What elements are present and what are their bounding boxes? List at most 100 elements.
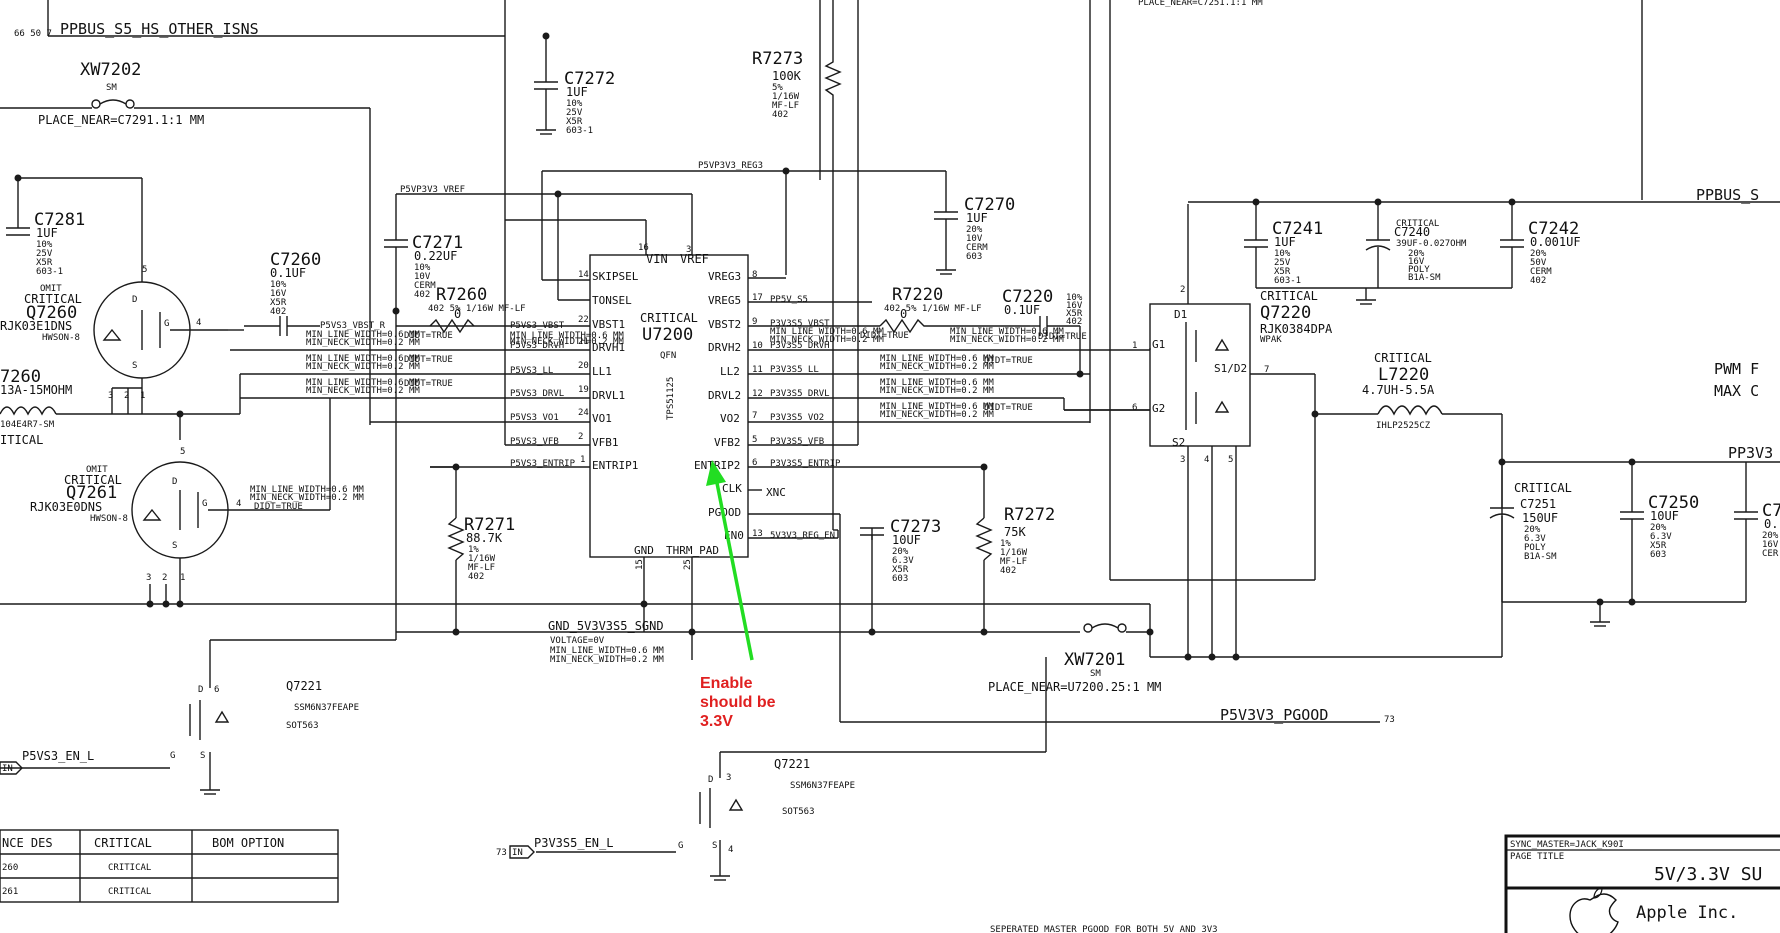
pin-drvl2: DRVL2: [708, 389, 741, 402]
pin-vo1: VO1: [592, 412, 612, 425]
junction: [392, 307, 400, 315]
annotation-arrow-head: [706, 460, 726, 486]
c7271-val: 10%: [414, 263, 431, 273]
in-label: IN: [2, 764, 13, 774]
c7271-val: 10V: [414, 272, 431, 282]
junction: [1232, 653, 1240, 661]
q7221a-ref: Q7221: [286, 679, 322, 693]
c7240-val: 16V: [1408, 257, 1425, 267]
c7241-val: 1UF: [1274, 235, 1296, 249]
q7260-part: RJK03E1DNS: [0, 319, 72, 333]
place-near-top: PLACE_NEAR=C7251.1:1 MM: [1138, 0, 1263, 8]
net-minneck: MIN_NECK_WIDTH=0.2 MM: [550, 655, 664, 665]
q7221a-part: SSM6N37FEAPE: [294, 703, 359, 713]
q7261-ref: Q7261: [66, 483, 117, 503]
net-number: 66 50 7: [14, 29, 52, 39]
r7273-ref: R7273: [752, 49, 803, 69]
c7220-ref: C7220: [1002, 287, 1053, 307]
c7241-ref: C7241: [1272, 219, 1323, 239]
constraint: MIN_NECK_WIDTH=0.2 MM: [510, 337, 624, 347]
constraint: MIN_LINE_WIDTH=0.6 MM: [880, 378, 994, 388]
pin-num: 22: [578, 315, 589, 325]
title-block-border: [1504, 834, 1780, 933]
c7240-val: B1A-SM: [1408, 273, 1441, 283]
r7273-val: 5%: [772, 83, 783, 93]
c7251-val: 6.3V: [1524, 534, 1546, 544]
junction: [162, 600, 170, 608]
xw7201-type: SM: [1090, 669, 1101, 679]
pin-num: 19: [578, 385, 589, 395]
fet-pin: 3: [108, 391, 113, 401]
pin-num: 12: [752, 389, 763, 399]
c7273-val: 603: [892, 574, 908, 584]
r7271-val: 88.7K: [466, 531, 503, 545]
fet-pin: 5: [142, 265, 147, 275]
q7220-pkg: WPAK: [1260, 335, 1282, 345]
r7273-val: MF-LF: [772, 101, 799, 111]
l7220-ref: L7220: [1378, 365, 1429, 385]
c7241-val: X5R: [1274, 267, 1291, 277]
r7220-spec: 402 5% 1/16W MF-LF: [884, 304, 982, 314]
xw7201-pin: [1083, 623, 1093, 633]
c7242-val: 402: [1530, 276, 1546, 286]
net-pgood: P5V3V3_PGOOD: [1220, 706, 1328, 724]
pin-drvl1: DRVL1: [592, 389, 625, 402]
l7260-val: 13A-15MOHM: [0, 383, 72, 397]
pin-thrm: THRM_PAD: [666, 544, 719, 557]
q7221b-ref: Q7221: [774, 757, 810, 771]
pin-num: 24: [578, 408, 589, 418]
fet-pin: D: [198, 685, 203, 695]
fet-pin: 1: [140, 391, 145, 401]
c7250-val: 603: [1650, 550, 1666, 560]
r7272-val: 75K: [1004, 525, 1026, 539]
junction: [1628, 598, 1636, 606]
fet-pin: S: [172, 541, 177, 551]
fet-pin: 5: [1228, 455, 1233, 465]
pin-num: 15: [635, 559, 645, 570]
net-reg3: P5VP3V3_REG3: [698, 161, 763, 171]
c7250-ref: C7250: [1648, 493, 1699, 513]
bom-table: NCE DES CRITICAL BOM OPTION 260 CRITICAL…: [0, 829, 339, 903]
c7260-val: 16V: [270, 289, 287, 299]
c7241-val: 25V: [1274, 258, 1291, 268]
fet-pin: D: [172, 477, 177, 487]
fet-diode: [728, 798, 744, 811]
c7240-val: 39UF-0.027OHM: [1396, 239, 1467, 249]
xw7202-place: PLACE_NEAR=C7291.1:1 MM: [38, 113, 204, 127]
junction: [688, 628, 696, 636]
q7261-pkg: HWSON-8: [90, 514, 128, 524]
c72xx-val: 16V: [1762, 540, 1779, 550]
c7281-ref: C7281: [34, 210, 85, 230]
net-pp5v: PP5V_S5: [770, 295, 808, 305]
fet-diode: [102, 328, 122, 341]
net-reg-en: 5V3V3_REG_EN: [770, 531, 835, 541]
ic-part: TPS51125: [666, 377, 676, 420]
r7273-val: 402: [772, 110, 788, 120]
u7200-body: [589, 254, 749, 558]
c7241-val: 10%: [1274, 249, 1291, 259]
q7221a-pkg: SOT563: [286, 721, 319, 731]
fet-diode: [214, 710, 230, 723]
title-text: 5V/3.3V SU: [1654, 864, 1762, 885]
c7260-val: 0.1UF: [270, 266, 306, 280]
net-num: 73: [496, 848, 507, 858]
annotation-line: Enable: [700, 675, 753, 692]
constraint: MIN_NECK_WIDTH=0.2 MM: [880, 410, 994, 420]
fet-pin: 4: [728, 845, 733, 855]
pin-num: 20: [578, 361, 589, 371]
ic-top-pin-vref: VREF: [680, 252, 709, 266]
constraint: MIN_NECK_WIDTH=0.2 MM: [306, 338, 420, 348]
net-vbst2: P3V3S5_VBST: [770, 319, 830, 329]
c7220-val: 402: [1066, 317, 1082, 327]
r7272-val: 1/16W: [1000, 548, 1028, 558]
fet-pin: 6: [1132, 403, 1137, 413]
table-cell: 260: [2, 863, 18, 873]
net-p3v3s5-en: P3V3S5_EN_L: [534, 836, 613, 850]
table-cell: 261: [2, 887, 18, 897]
fet-pin: 4: [1204, 455, 1209, 465]
constraint: MIN_NECK_WIDTH=0.2 MM: [880, 362, 994, 372]
c7251-critical: CRITICAL: [1514, 481, 1572, 495]
net-minline: MIN_LINE_WIDTH=0.6 MM: [550, 646, 664, 656]
c7273-val: 6.3V: [892, 556, 914, 566]
pin-entrip2: ENTRIP2: [694, 459, 740, 472]
